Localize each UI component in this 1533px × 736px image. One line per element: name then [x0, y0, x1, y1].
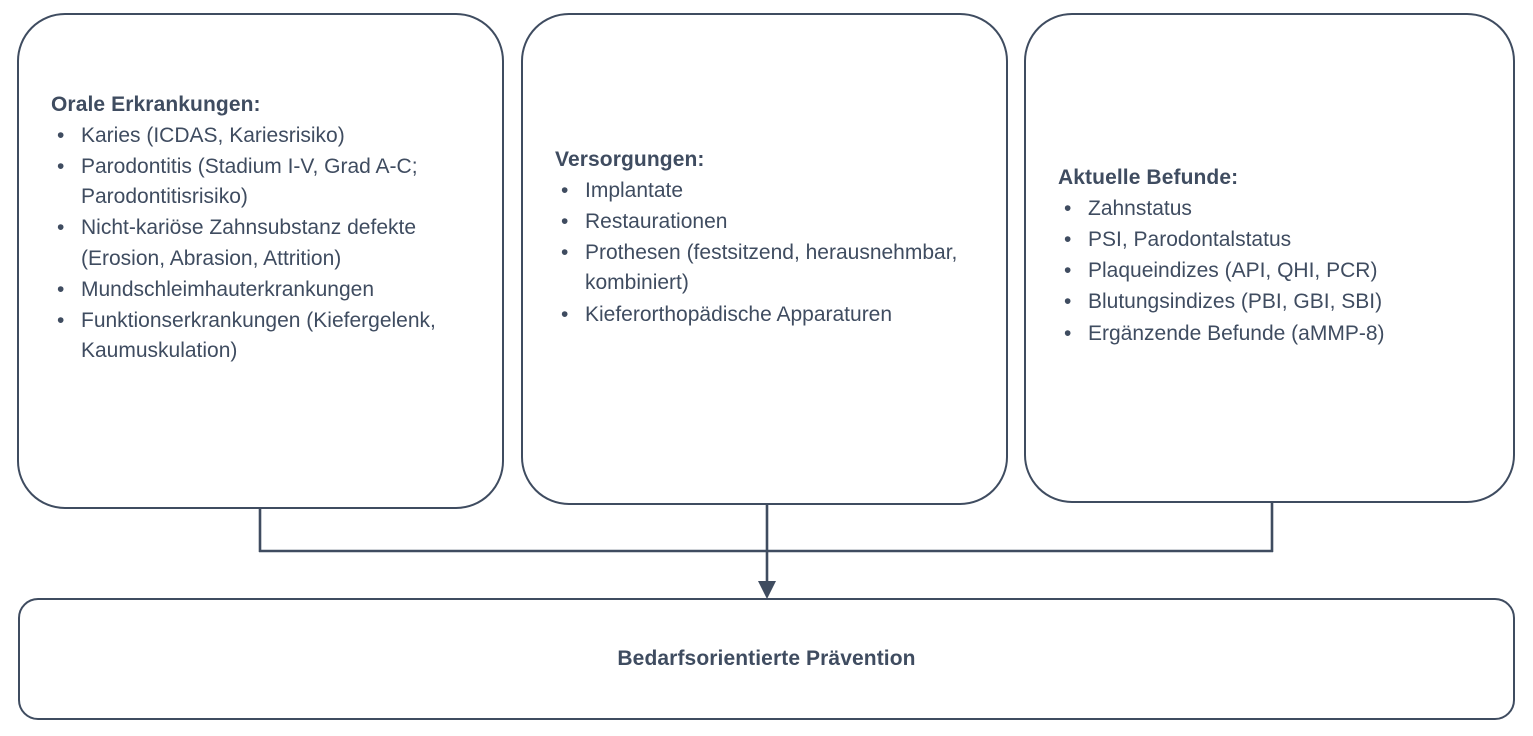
list-item: • Plaqueindizes (API, QHI, PCR) [1058, 256, 1495, 286]
card-aktuelle-befunde[interactable]: Aktuelle Befunde: • Zahnstatus • PSI, Pa… [1024, 13, 1515, 503]
outcome-box-bedarfsorientierte-praevention[interactable]: Bedarfsorientierte Prävention [18, 598, 1515, 720]
list-item: • Ergänzende Befunde (aMMP-8) [1058, 319, 1495, 349]
card-orale-erkrankungen-content: Orale Erkrankungen: • Karies (ICDAS, Kar… [51, 91, 484, 368]
bullet-icon: • [1064, 259, 1072, 283]
bullet-icon: • [561, 302, 569, 326]
bullet-icon: • [57, 309, 65, 333]
bullet-icon: • [57, 154, 65, 178]
card-versorgungen-title: Versorgungen: [555, 148, 705, 171]
bullet-icon: • [1064, 290, 1072, 314]
bullet-icon: • [1064, 196, 1072, 220]
list-item-label: Implantate [585, 178, 684, 202]
bullet-icon: • [561, 178, 569, 202]
list-item: • Funktionserkrankungen (Kiefergelenk, K… [51, 306, 484, 366]
list-item-label: Karies (ICDAS, Kariesrisiko) [81, 123, 345, 147]
list-item: • Implantate [555, 176, 988, 206]
list-item-label: Prothesen (festsitzend, herausnehmbar, k… [585, 241, 958, 295]
list-item: • Zahnstatus [1058, 194, 1495, 224]
list-item-label: Zahnstatus [1088, 196, 1192, 220]
list-item-label: Kieferorthopädische Apparaturen [585, 302, 893, 326]
list-item-label: PSI, Parodontalstatus [1088, 227, 1292, 251]
card-orale-erkrankungen-title: Orale Erkrankungen: [51, 93, 261, 116]
list-item-label: Mundschleimhauterkrankungen [81, 277, 375, 301]
bullet-icon: • [561, 209, 569, 233]
list-item-label: Blutungsindizes (PBI, GBI, SBI) [1088, 290, 1383, 314]
card-versorgungen[interactable]: Versorgungen: • Implantate • Restauratio… [521, 13, 1008, 505]
card-versorgungen-list: • Implantate • Restaurationen • Prothese… [555, 176, 988, 330]
list-item: • Mundschleimhauterkrankungen [51, 275, 484, 305]
list-item-label: Ergänzende Befunde (aMMP-8) [1088, 321, 1385, 345]
list-item-label: Parodontitis (Stadium I-V, Grad A-C; Par… [81, 154, 418, 209]
bullet-icon: • [1064, 321, 1072, 345]
outcome-label: Bedarfsorientierte Prävention [617, 647, 916, 670]
bullet-icon: • [561, 241, 569, 265]
list-item-label: Restaurationen [585, 209, 728, 233]
list-item: • Kieferorthopädische Apparaturen [555, 300, 988, 330]
card-versorgungen-content: Versorgungen: • Implantate • Restauratio… [555, 146, 988, 331]
list-item: • Parodontitis (Stadium I-V, Grad A-C; P… [51, 152, 484, 212]
list-item: • Restaurationen [555, 207, 988, 237]
card-aktuelle-befunde-content: Aktuelle Befunde: • Zahnstatus • PSI, Pa… [1058, 164, 1495, 350]
list-item: • Prothesen (festsitzend, herausnehmbar,… [555, 238, 988, 298]
list-item-label: Plaqueindizes (API, QHI, PCR) [1088, 259, 1378, 283]
bullet-icon: • [1064, 227, 1072, 251]
list-item: • Blutungsindizes (PBI, GBI, SBI) [1058, 287, 1495, 317]
bullet-icon: • [57, 277, 65, 301]
list-item: • Nicht-kariöse Zahnsubstanz defekte (Er… [51, 213, 484, 273]
bullet-icon: • [57, 216, 65, 240]
arrow-head-icon [758, 581, 776, 599]
card-aktuelle-befunde-list: • Zahnstatus • PSI, Parodontalstatus • P… [1058, 194, 1495, 349]
list-item-label: Nicht-kariöse Zahnsubstanz defekte (Eros… [81, 216, 417, 270]
card-aktuelle-befunde-title: Aktuelle Befunde: [1058, 166, 1239, 189]
bullet-icon: • [57, 123, 65, 147]
list-item: • Karies (ICDAS, Kariesrisiko) [51, 121, 484, 151]
card-orale-erkrankungen-list: • Karies (ICDAS, Kariesrisiko) • Parodon… [51, 121, 484, 367]
list-item: • PSI, Parodontalstatus [1058, 225, 1495, 255]
list-item-label: Funktionserkrankungen (Kiefergelenk, Kau… [81, 309, 436, 363]
card-orale-erkrankungen[interactable]: Orale Erkrankungen: • Karies (ICDAS, Kar… [17, 13, 504, 509]
